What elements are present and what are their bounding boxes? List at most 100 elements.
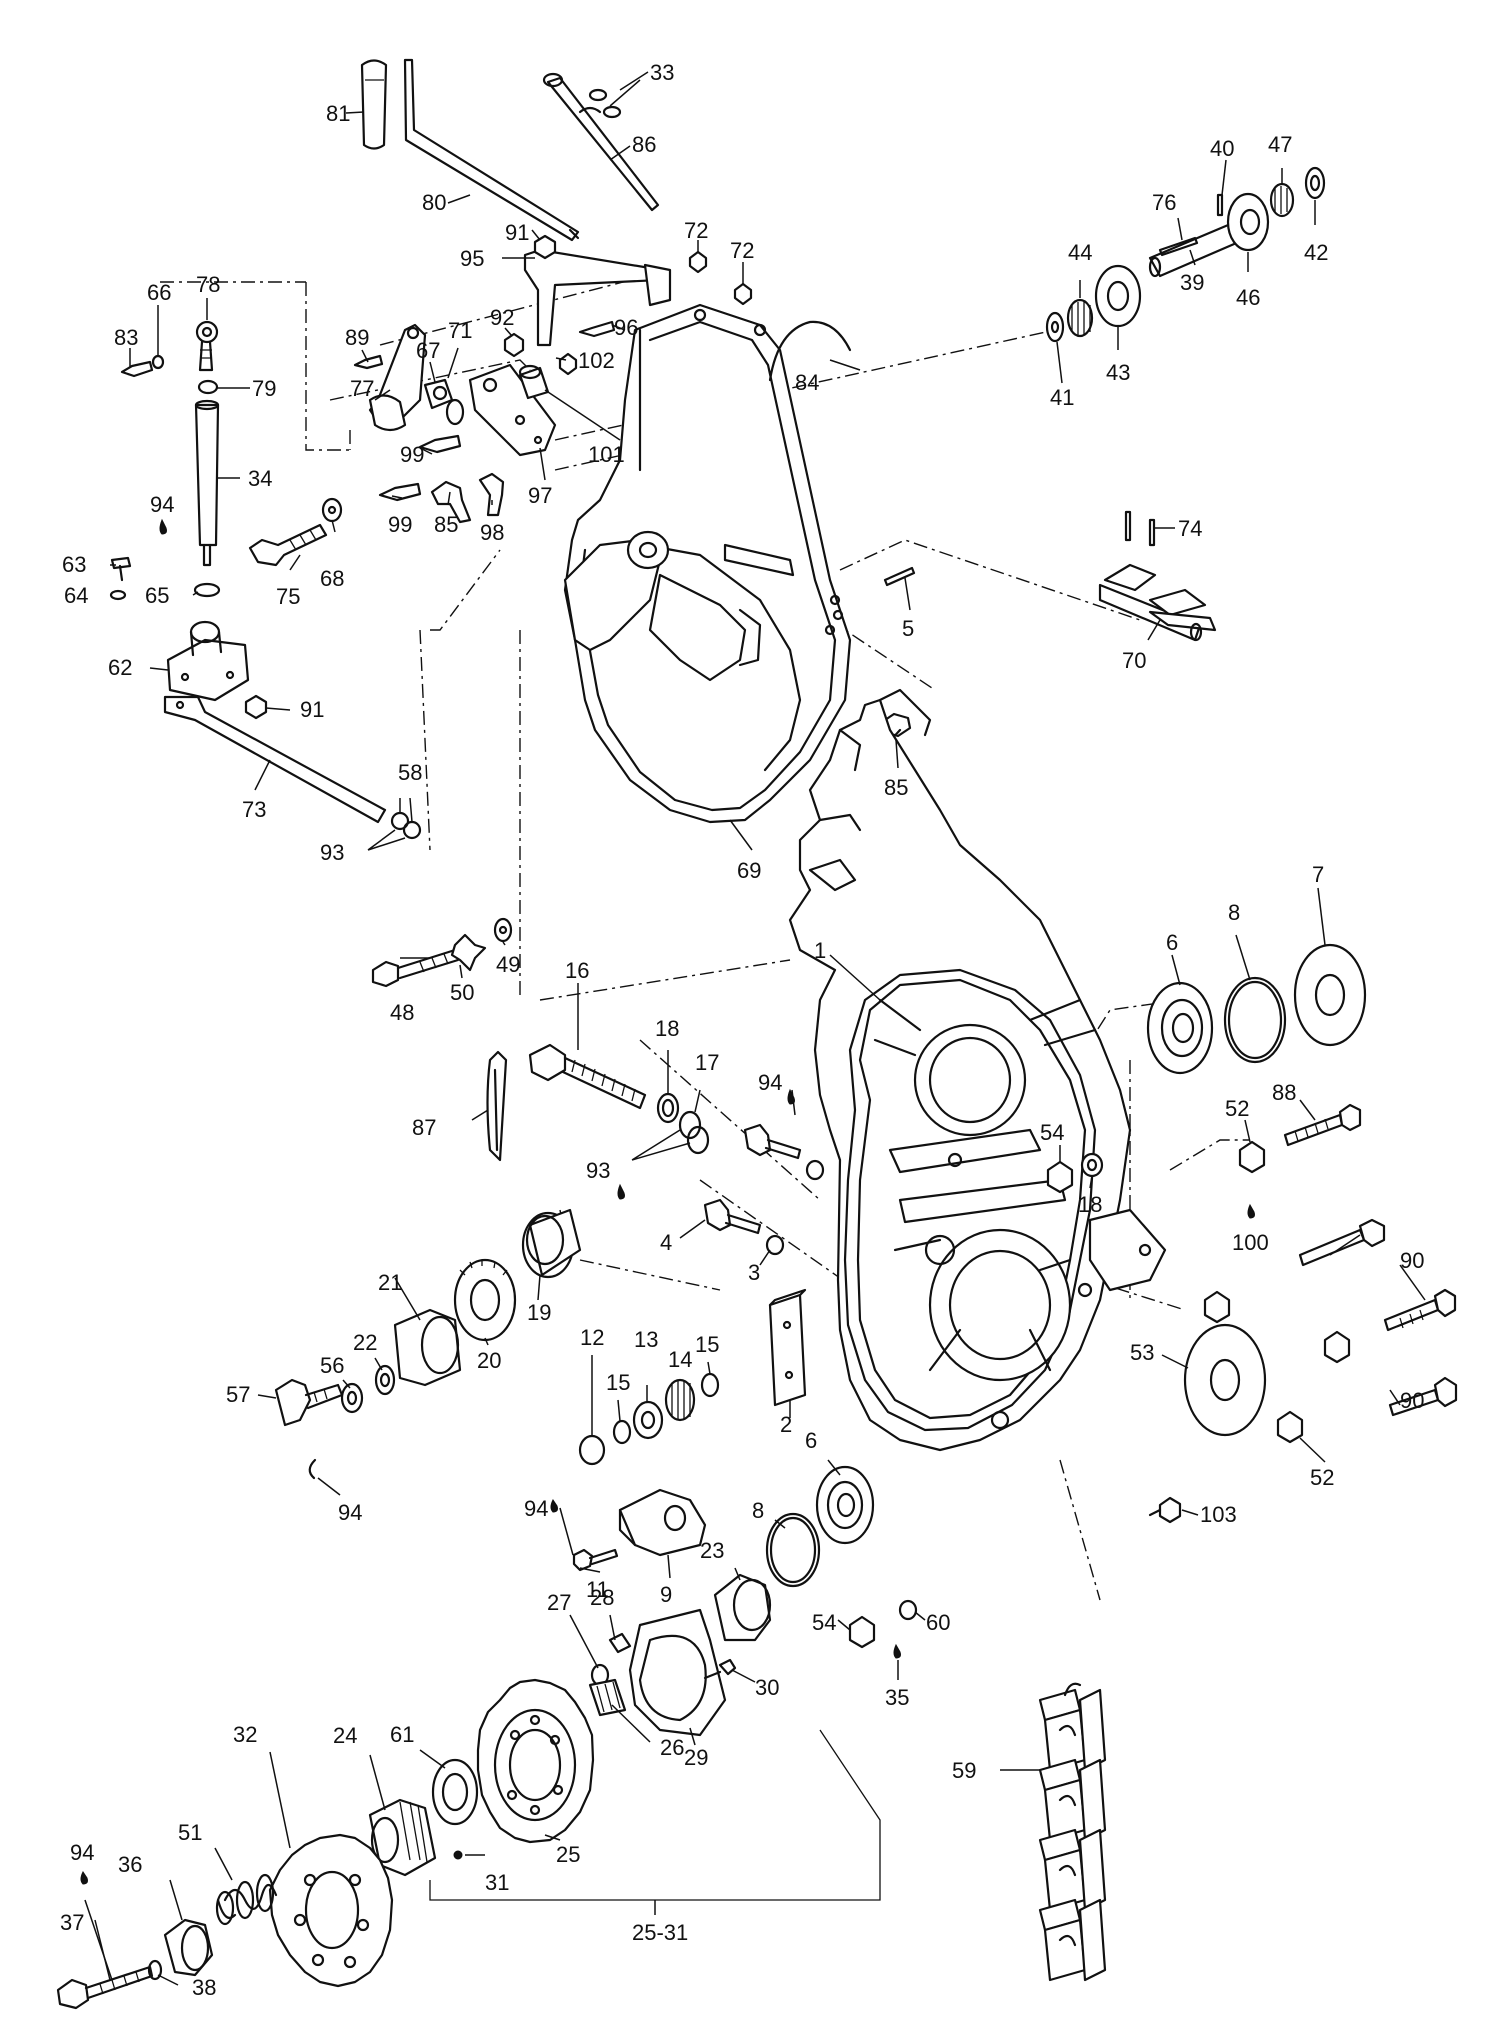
part-47-bearing	[1269, 182, 1295, 218]
part-97-plate	[468, 363, 557, 457]
callout-54: 54	[1040, 1120, 1064, 1145]
part-94-grease-drop	[159, 518, 167, 535]
callout-103: 103	[1200, 1502, 1237, 1527]
callout-25-31: 25-31	[632, 1920, 688, 1945]
callout-99: 99	[400, 442, 424, 467]
part-65-washer	[193, 582, 221, 598]
callout-9: 9	[660, 1582, 672, 1607]
part-18-washer	[1080, 1152, 1104, 1178]
part-68-washer	[321, 497, 343, 523]
part-71-washer	[445, 398, 465, 426]
part-3-washer	[765, 1234, 785, 1256]
part-2-spacer	[768, 1293, 807, 1407]
tensioner-roller-group	[550, 1372, 720, 1572]
callout-69: 69	[737, 858, 761, 883]
part-1-chaincase-housing	[788, 688, 1167, 1452]
callout-97: 97	[528, 483, 552, 508]
callout-99: 99	[388, 512, 412, 537]
callout-43: 43	[1106, 360, 1130, 385]
part-8-retaining-ring	[765, 1512, 821, 1588]
callout-83: 83	[114, 325, 138, 350]
part-78-ball-joint	[195, 320, 219, 344]
callout-94: 94	[150, 492, 174, 517]
callout-50: 50	[450, 980, 474, 1005]
callout-53: 53	[1130, 1340, 1154, 1365]
upper-shaft-assembly	[1045, 166, 1326, 343]
callout-23: 23	[700, 1538, 724, 1563]
part-6-bearing	[815, 1465, 875, 1545]
upper-sprocket-group	[274, 1208, 582, 1480]
callout-78: 78	[196, 272, 220, 297]
callout-65: 65	[145, 583, 169, 608]
callout-27: 27	[547, 1590, 571, 1615]
callout-62: 62	[108, 655, 132, 680]
callout-30: 30	[755, 1675, 779, 1700]
callout-34: 34	[248, 466, 272, 491]
callout-72: 72	[730, 238, 754, 263]
part-76-key	[1158, 236, 1199, 257]
callout-80: 80	[422, 190, 446, 215]
part-12-sleeve	[578, 1434, 606, 1466]
part-59-drive-chain	[1038, 1682, 1107, 1982]
part-96-screw	[578, 320, 616, 338]
part-8-retaining-ring	[1223, 976, 1287, 1064]
callout-25: 25	[556, 1842, 580, 1867]
shift-linkage-assembly	[109, 58, 672, 840]
part-66-washer	[151, 354, 165, 370]
callout-4: 4	[660, 1230, 672, 1255]
callout-94: 94	[758, 1070, 782, 1095]
part-61-washer	[431, 1758, 479, 1826]
part-50-lock-plate	[450, 933, 487, 972]
housing-screws-group	[703, 1123, 825, 1256]
callout-26: 26	[660, 1735, 684, 1760]
part-42-washer	[1304, 166, 1326, 200]
callout-1: 1	[814, 938, 826, 963]
callout-59: 59	[952, 1758, 976, 1783]
callout-68: 68	[320, 566, 344, 591]
part-11-screw	[572, 1548, 594, 1572]
part-54-nut	[848, 1615, 876, 1649]
part-69-chaincase-cover	[563, 303, 852, 824]
part-62-plate	[166, 638, 250, 702]
part-56-washer	[340, 1382, 364, 1414]
callout-6: 6	[805, 1428, 817, 1453]
callout-91: 91	[300, 697, 324, 722]
callout-81: 81	[326, 101, 350, 126]
part-28-pin	[608, 1632, 632, 1654]
callout-18: 18	[1078, 1192, 1102, 1217]
part-94-grease-drop	[80, 1871, 88, 1885]
callout-3: 3	[748, 1260, 760, 1285]
callout-66: 66	[147, 280, 171, 305]
part-13-roller	[632, 1400, 664, 1440]
callout-102: 102	[578, 348, 615, 373]
part-7-washer	[1293, 943, 1367, 1047]
part-15-washer	[612, 1419, 632, 1445]
drive-sprocket-group	[56, 1833, 394, 2010]
callout-16: 16	[565, 958, 589, 983]
callout-64: 64	[64, 583, 88, 608]
callout-89: 89	[345, 325, 369, 350]
callout-100: 100	[1232, 1230, 1269, 1255]
callout-20: 20	[477, 1348, 501, 1373]
callout-87: 87	[412, 1115, 436, 1140]
callout-leader-lines	[84, 71, 1426, 1986]
callout-13: 13	[634, 1327, 658, 1352]
shift-fork-assembly	[868, 510, 1217, 754]
callout-84: 84	[795, 370, 819, 395]
callout-74: 74	[1178, 516, 1202, 541]
callout-29: 29	[684, 1745, 708, 1770]
part-103-screw	[1158, 1496, 1182, 1524]
callout-31: 31	[485, 1870, 509, 1895]
callout-58: 58	[398, 760, 422, 785]
part-90-bolt	[1298, 1228, 1366, 1267]
callout-67: 67	[416, 338, 440, 363]
part-26-bearing	[588, 1678, 627, 1717]
callout-85: 85	[434, 512, 458, 537]
callout-101: 101	[588, 442, 625, 467]
callout-17: 17	[695, 1050, 719, 1075]
part-60-washer	[898, 1599, 918, 1621]
callout-36: 36	[118, 1852, 142, 1877]
callout-42: 42	[1304, 240, 1328, 265]
callout-77: 77	[350, 376, 374, 401]
